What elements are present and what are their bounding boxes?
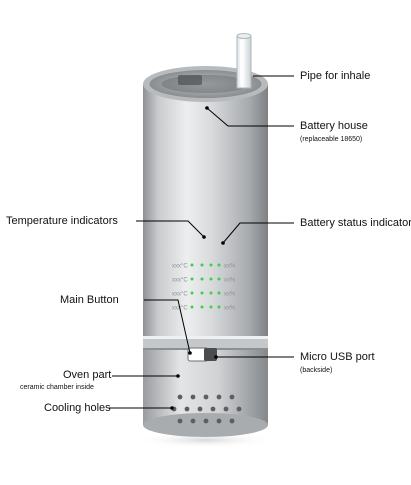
battery-led [209, 263, 213, 267]
cooling-hole [190, 418, 196, 424]
cooling-hole [216, 418, 222, 424]
temperature-leader-line [136, 220, 205, 238]
battery-status-leader-line [222, 222, 294, 244]
battery-led [217, 263, 221, 267]
temperature-led [190, 291, 194, 295]
battery-led [217, 305, 221, 309]
cooling-hole [210, 406, 216, 412]
cooling-hole [197, 406, 203, 412]
battery-house-body [143, 66, 268, 336]
temperature-led [200, 291, 204, 295]
cooling-holes-label: Cooling holes [44, 402, 111, 414]
cooling-hole [184, 406, 190, 412]
battery-led [217, 291, 221, 295]
battery-value-text: xx% [224, 278, 236, 284]
battery-house-leader-line [206, 107, 294, 127]
cooling-hole [223, 406, 229, 412]
cooling-hole [177, 394, 183, 400]
main-button-label: Main Button [60, 294, 119, 306]
temperature-led [200, 305, 204, 309]
main-button-leader-line [144, 299, 191, 354]
battery-house-sublabel: (replaceable 18650) [300, 136, 363, 143]
micro-usb-label: Micro USB port [300, 351, 375, 363]
main-button[interactable] [187, 347, 217, 362]
battery-value-text: xx% [224, 264, 236, 270]
temperature-led [190, 305, 194, 309]
battery-led [217, 277, 221, 281]
oven-sublabel: ceramic chamber inside [20, 384, 94, 391]
cooling-hole [203, 394, 209, 400]
temperature-led [190, 277, 194, 281]
inhale-pipe [236, 33, 252, 89]
battery-led [209, 291, 213, 295]
cooling-hole [229, 394, 235, 400]
pipe-label: Pipe for inhale [300, 70, 371, 82]
oven-body [143, 336, 268, 437]
battery-value-text: xx% [224, 292, 236, 298]
temperature-led [190, 263, 194, 267]
battery-led [209, 305, 213, 309]
oven-label: Oven part [63, 369, 112, 381]
temperature-value-text: xxx°C [172, 278, 188, 284]
micro-usb-sublabel: (backside) [300, 367, 333, 374]
temperature-value-text: xxx°C [172, 264, 188, 270]
battery-value-text: xx% [224, 306, 236, 312]
battery-status-label: Battery status indicators [300, 217, 411, 229]
battery-house-label: Battery house [300, 120, 368, 132]
temperature-led [200, 263, 204, 267]
cooling-hole [203, 418, 209, 424]
battery-led [209, 277, 213, 281]
ground-shadow [135, 432, 275, 448]
leader-lines [109, 75, 294, 409]
temperature-label: Temperature indicators [6, 215, 118, 227]
leader-dots [170, 106, 225, 410]
cooling-hole [229, 418, 235, 424]
cooling-hole [190, 394, 196, 400]
cooling-hole [177, 418, 183, 424]
temperature-value-text: xxx°C [172, 292, 188, 298]
temperature-led [200, 277, 204, 281]
cooling-hole [216, 394, 222, 400]
cooling-holes [171, 394, 242, 424]
cooling-hole [236, 406, 242, 412]
